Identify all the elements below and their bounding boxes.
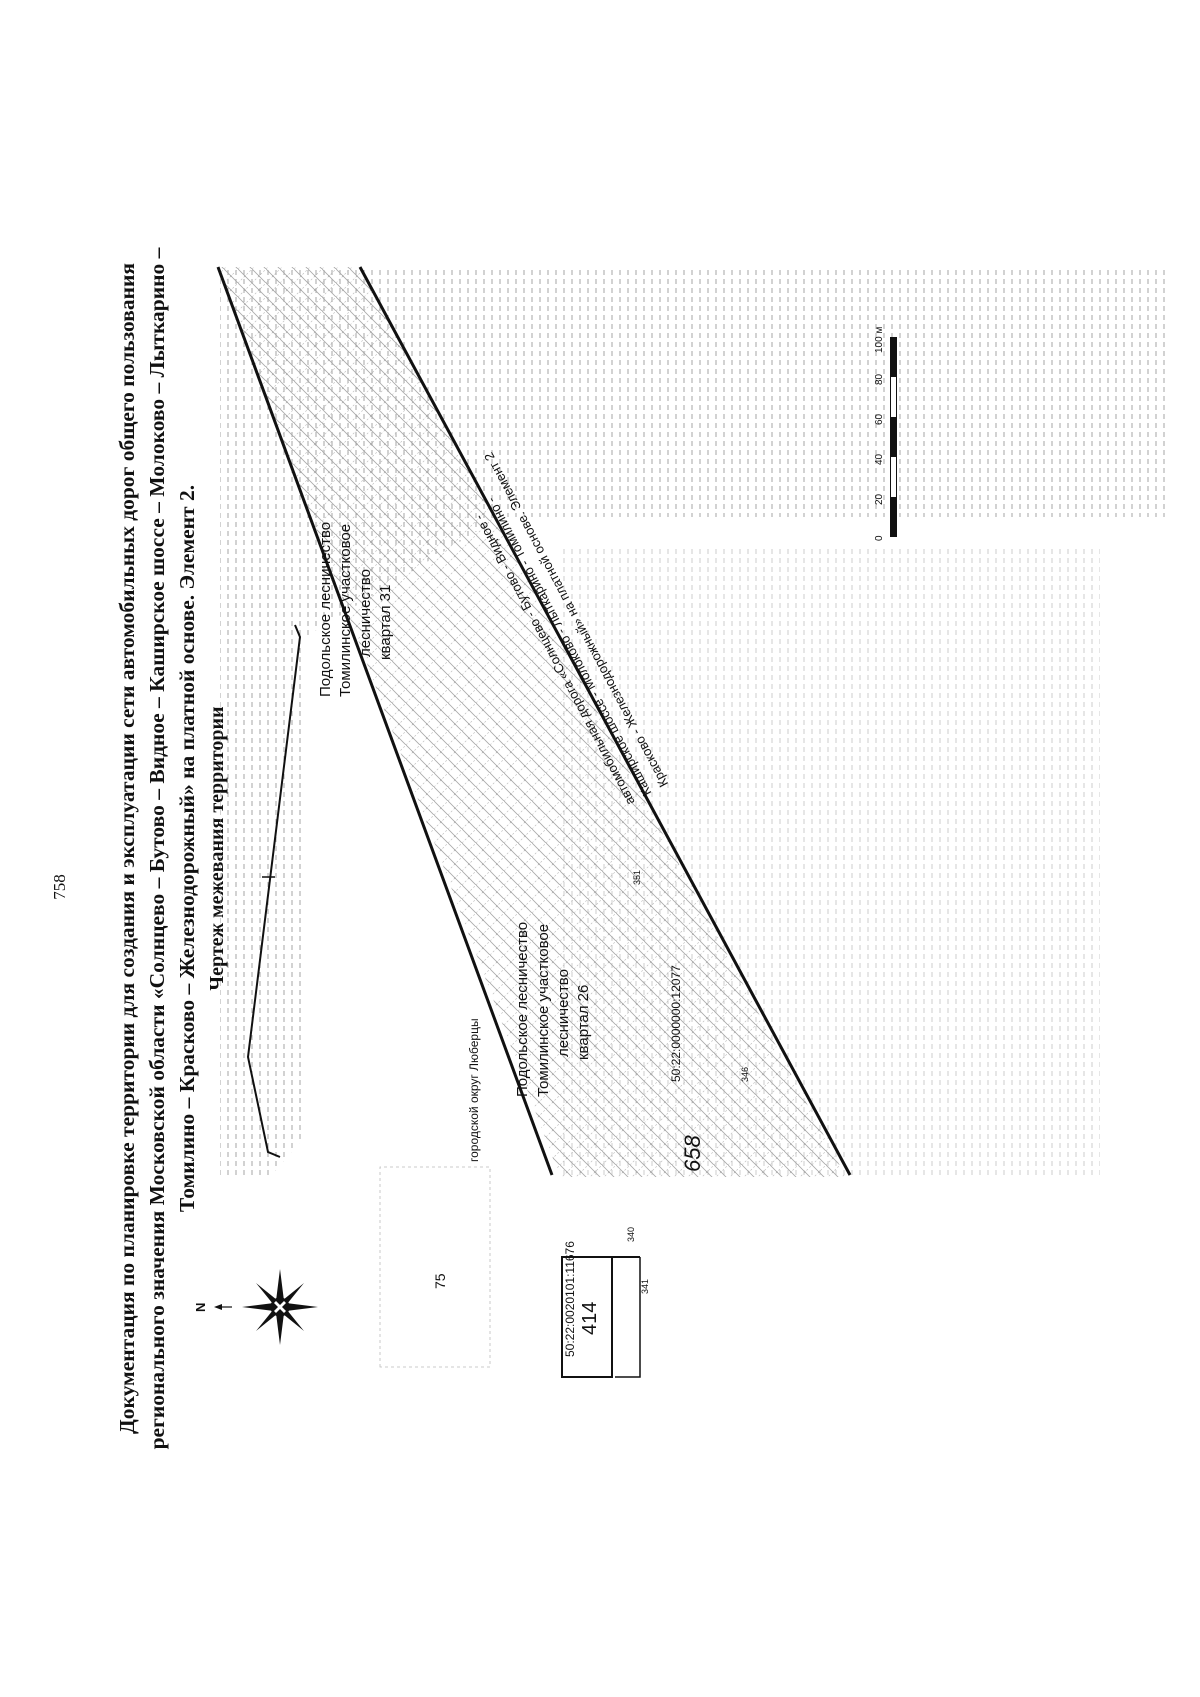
compass-north-label: N <box>193 1303 208 1312</box>
point-340-label: 340 <box>626 1227 636 1242</box>
area-75-frame <box>379 1166 491 1368</box>
forest-quarter-31-label: Подольское лесничество Томилинское участ… <box>317 522 394 697</box>
scale-tick-60: 60 <box>874 413 885 425</box>
municipality-label: городской округ Люберцы <box>467 1018 481 1162</box>
forest-quarter-26-label: Подольское лесничество Томилинское участ… <box>514 922 592 1097</box>
parcel-658-label: 658 <box>680 1135 705 1172</box>
parcel-414-label: 414 <box>579 1302 601 1335</box>
road-boundary-lower <box>358 266 852 1176</box>
forest-quarter-boundary <box>246 624 302 1158</box>
cadastral-number-1: 50:22:0020101:11676 <box>563 1241 577 1357</box>
parcel-414-boundary <box>615 1257 641 1378</box>
forest-26-line-3: лесничество <box>555 969 572 1057</box>
scale-bar: 0 20 40 60 80 100 м <box>874 327 897 541</box>
forest-31-line-3: лесничество <box>357 569 374 657</box>
scale-tick-100: 100 м <box>874 327 885 353</box>
point-351-label: 351 <box>632 870 642 885</box>
forest-26-line-4: квартал 26 <box>575 985 592 1060</box>
forest-31-line-4: квартал 31 <box>377 585 394 660</box>
cadastral-number-2: 50:22:0000000:12077 <box>669 965 683 1082</box>
scale-tick-20: 20 <box>874 493 885 505</box>
forest-26-line-2: Томилинское участковое <box>535 924 552 1097</box>
forest-31-line-2: Томилинское участковое <box>337 524 354 697</box>
point-346-label: 346 <box>740 1067 750 1082</box>
scale-tick-0: 0 <box>874 535 885 541</box>
forest-26-line-1: Подольское лесничество <box>514 922 531 1097</box>
road-boundary-upper <box>216 266 554 1176</box>
road-right-of-way <box>218 267 846 1177</box>
area-75-label: 75 <box>432 1273 448 1289</box>
scale-tick-40: 40 <box>874 453 885 465</box>
compass-rose-icon <box>214 1269 318 1345</box>
point-341-label: 341 <box>640 1279 650 1294</box>
forest-31-line-1: Подольское лесничество <box>317 522 334 697</box>
scale-tick-80: 80 <box>874 373 885 385</box>
